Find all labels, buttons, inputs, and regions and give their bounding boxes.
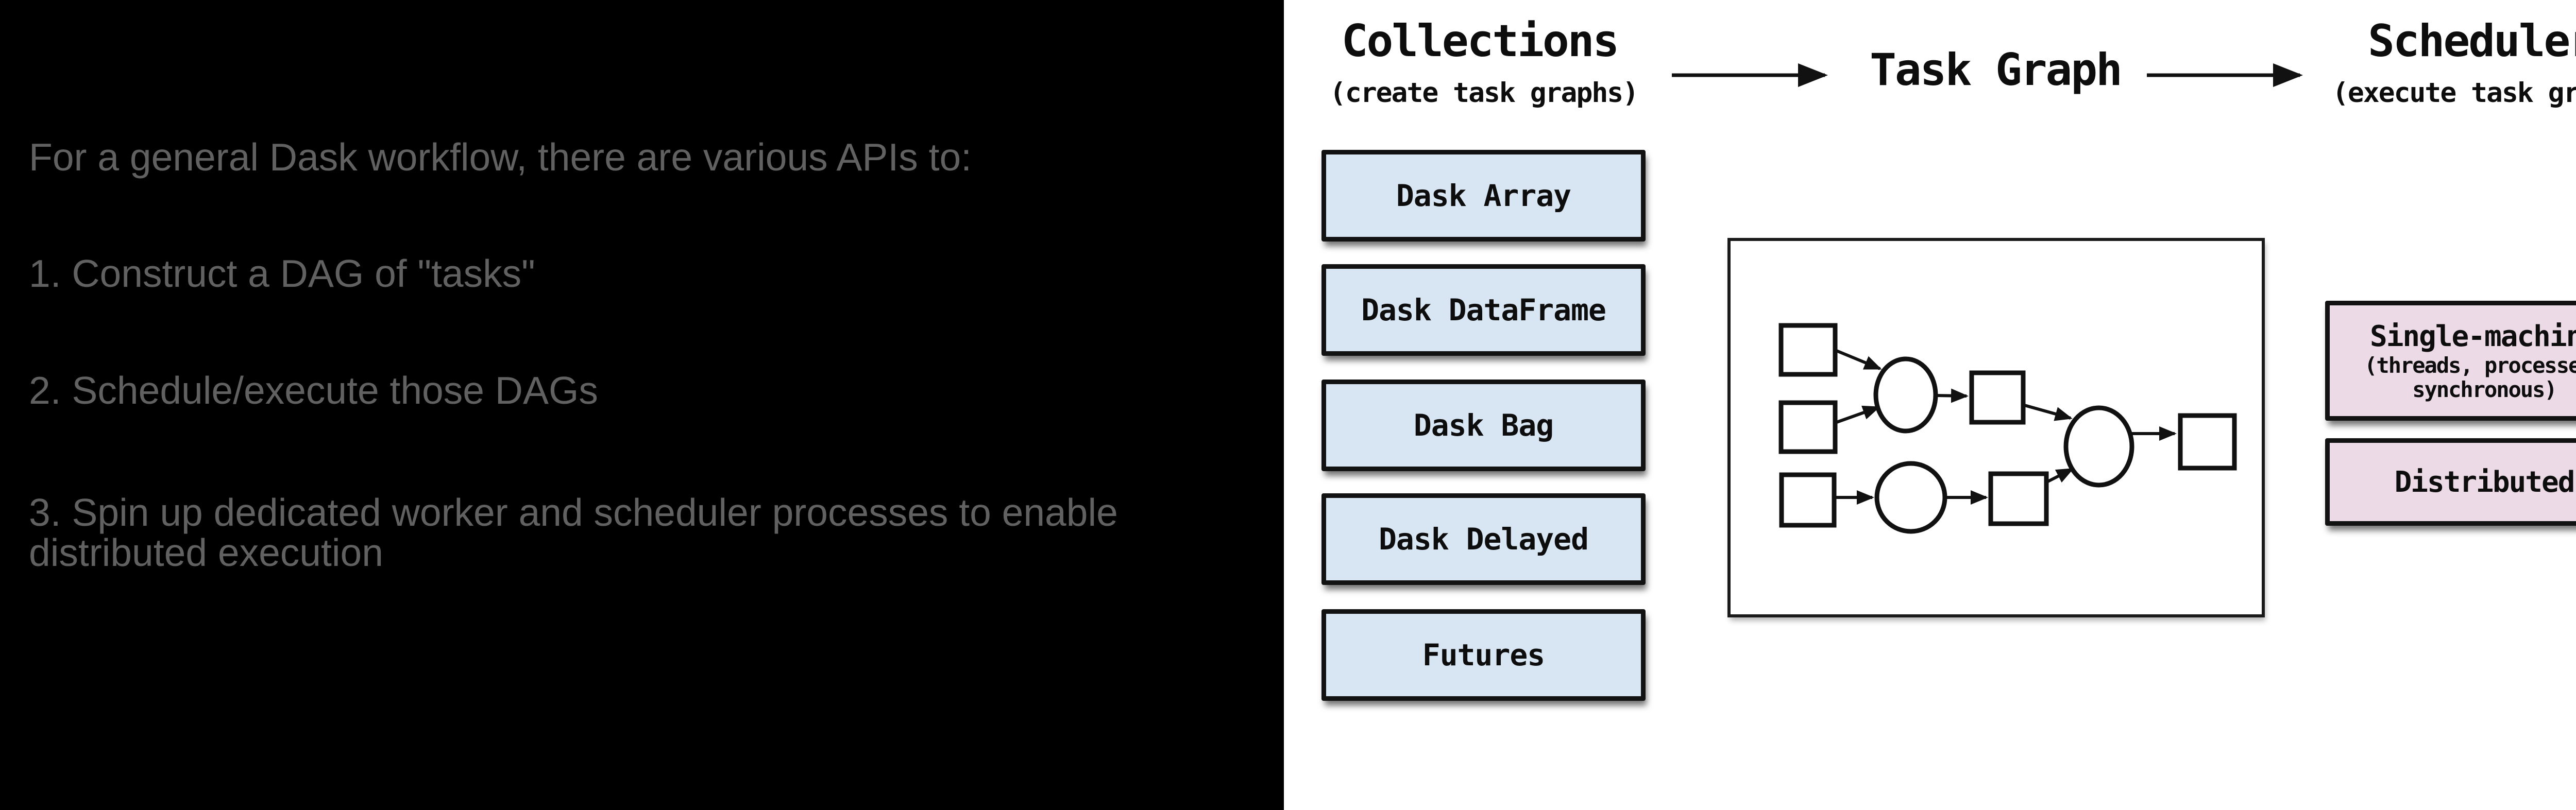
collection-box-dask-dataframe: Dask DataFrame bbox=[1321, 264, 1646, 356]
collection-box-label: Dask Array bbox=[1396, 178, 1571, 213]
collection-box-dask-delayed: Dask Delayed bbox=[1321, 493, 1646, 585]
scheduler-box-title: Single-machine bbox=[2369, 319, 2576, 353]
scheduler-box-title: Distributed bbox=[2394, 465, 2575, 499]
notes-item-1: 1. Construct a DAG of "tasks" bbox=[29, 252, 535, 295]
task-graph-dag bbox=[1778, 323, 2237, 534]
dag-square-node bbox=[2178, 413, 2237, 471]
schedulers-subtitle: (execute task graphs) bbox=[2332, 77, 2576, 109]
diagram-panel: Collections (create task graphs) Task Gr… bbox=[1284, 0, 2576, 810]
scheduler-box-subtitle-line2: synchronous) bbox=[2412, 377, 2557, 402]
collection-box-label: Futures bbox=[1422, 637, 1545, 673]
header-flow-arrows bbox=[1672, 63, 2303, 87]
dag-square-node bbox=[1778, 400, 1838, 454]
dag-square-node bbox=[1969, 370, 2026, 425]
collection-box-label: Dask Delayed bbox=[1378, 522, 1589, 557]
dag-square-node bbox=[1778, 323, 1838, 377]
scheduler-box-subtitle-line1: (threads, processes, bbox=[2364, 352, 2576, 378]
dag-edge bbox=[2022, 403, 2073, 421]
collection-box-label: Dask DataFrame bbox=[1361, 292, 1606, 328]
dag-square-node bbox=[1779, 472, 1837, 528]
task-graph-title: Task Graph bbox=[1870, 44, 2123, 96]
dag-edge bbox=[1935, 388, 1969, 403]
collection-box-futures: Futures bbox=[1321, 609, 1646, 701]
notes-item-2: 2. Schedule/execute those DAGs bbox=[29, 369, 598, 412]
notes-panel: For a general Dask workflow, there are v… bbox=[0, 0, 1284, 810]
collection-box-dask-array: Dask Array bbox=[1321, 150, 1646, 242]
notes-item-3: 3. Spin up dedicated worker and schedule… bbox=[29, 491, 1118, 574]
dag-square-node bbox=[1988, 471, 2049, 526]
schedulers-title: Schedulers bbox=[2368, 15, 2576, 67]
dag-circle-node bbox=[2063, 405, 2134, 488]
dag-circle-node bbox=[1873, 356, 1938, 434]
collection-box-label: Dask Bag bbox=[1413, 408, 1554, 443]
dag-edge bbox=[1834, 349, 1882, 370]
notes-intro: For a general Dask workflow, there are v… bbox=[29, 135, 972, 179]
dag-circle-node bbox=[1874, 461, 1947, 534]
collections-subtitle: (create task graphs) bbox=[1329, 77, 1639, 109]
collections-title: Collections bbox=[1341, 15, 1620, 67]
scheduler-box-distributed: Distributed bbox=[2325, 438, 2576, 526]
collection-box-dask-bag: Dask Bag bbox=[1321, 380, 1646, 471]
scheduler-box-single-machine: Single-machine (threads, processes, sync… bbox=[2325, 301, 2576, 421]
dag-edge bbox=[1834, 405, 1880, 424]
task-graph-frame bbox=[1727, 238, 2265, 617]
dag-edge bbox=[2045, 468, 2074, 484]
